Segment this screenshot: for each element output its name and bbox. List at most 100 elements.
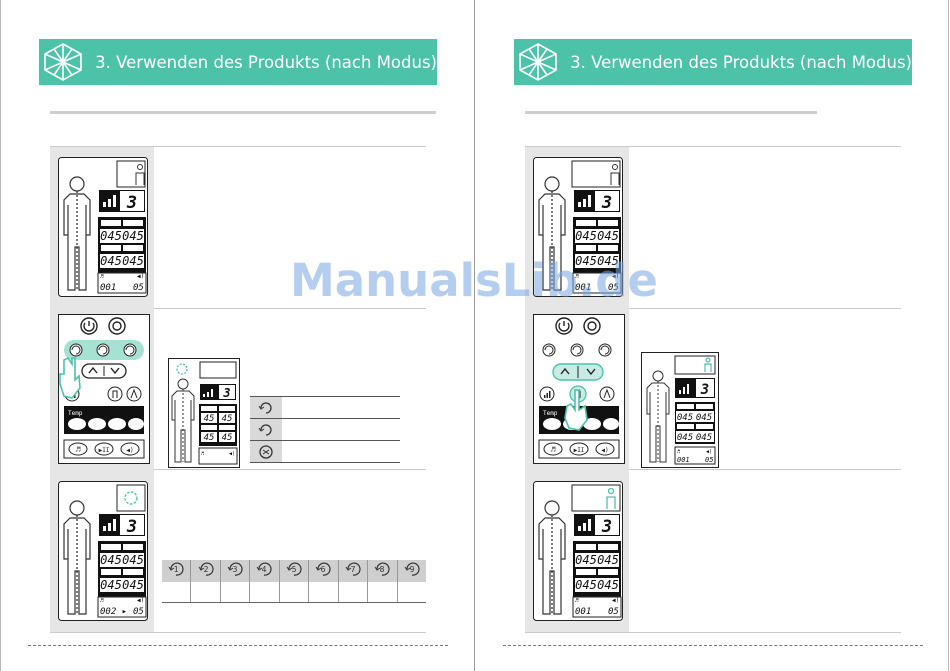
speaker-icon: ◀) — [706, 449, 712, 455]
signal-level-icon — [103, 195, 116, 207]
timer-value: 045 — [575, 229, 597, 243]
svg-text:9: 9 — [409, 565, 414, 574]
airbag-button[interactable] — [88, 418, 106, 430]
backrest-button[interactable] — [107, 386, 123, 402]
level-value: 3 — [126, 517, 137, 537]
legrest-button[interactable] — [599, 386, 615, 402]
volume-button[interactable]: ◀) — [120, 442, 140, 456]
svg-text:7: 7 — [351, 565, 356, 574]
mini-display: 3 45 45 45 45 ♬ ◀) — [168, 358, 240, 468]
page-spine — [474, 0, 475, 671]
power-button[interactable] — [80, 317, 98, 335]
timer-value: 045 — [696, 413, 712, 423]
person-lock-icon — [610, 164, 620, 185]
track-number: 001 — [575, 283, 591, 293]
speaker-icon: ◀) — [229, 451, 235, 457]
person-lock-icon — [606, 487, 616, 509]
timer-value: 045 — [696, 433, 712, 443]
music-note-icon: ♬ — [200, 451, 204, 457]
svg-text:4: 4 — [262, 565, 267, 574]
up-down-button[interactable] — [81, 363, 127, 379]
heat-button[interactable] — [543, 418, 561, 430]
course-1-icon: 1 — [162, 560, 191, 582]
page-edge-left — [0, 0, 1, 671]
course-3-icon: 3 — [219, 560, 250, 582]
timer-value: 045 — [597, 578, 619, 592]
volume-button[interactable]: ◀) — [595, 442, 615, 456]
signal-level-icon — [578, 195, 591, 207]
course-button[interactable] — [96, 343, 110, 357]
level-value: 3 — [601, 517, 612, 537]
speaker-icon: ◀) — [137, 273, 144, 280]
footer-dashed-line — [28, 645, 448, 646]
auto-program-button[interactable] — [583, 317, 601, 335]
svg-text:◀): ◀) — [601, 447, 608, 454]
play-pause-button[interactable]: ▶II — [94, 442, 114, 456]
play-pause-button[interactable]: ▶II — [569, 442, 589, 456]
timer-value: 045 — [575, 553, 597, 567]
svg-text:♬: ♬ — [551, 445, 556, 454]
section-title: 3. Verwenden des Produkts (nach Modus) — [570, 52, 912, 72]
timer-value: 45 — [222, 433, 233, 443]
volume-level: 05 — [133, 607, 144, 617]
course-button[interactable] — [123, 343, 137, 357]
roll-button[interactable] — [108, 418, 126, 430]
speaker-icon: ◀) — [137, 597, 144, 604]
svg-text:6: 6 — [321, 565, 326, 574]
watermark: ManualsLib.de — [290, 254, 658, 307]
foot-button[interactable] — [603, 418, 619, 430]
course-legend — [250, 396, 400, 463]
timer-value: 045 — [100, 254, 122, 268]
music-note-icon: ♬ — [100, 273, 104, 280]
course-table: 1 2 3 4 5 6 7 8 9 — [162, 560, 426, 603]
volume-level: 05 — [133, 283, 144, 293]
level-value: 3 — [222, 386, 230, 400]
remote-control: Temp ♬ ▶II ◀) — [533, 314, 625, 464]
course-button[interactable] — [570, 343, 584, 357]
power-button[interactable] — [555, 317, 573, 335]
track-number: 002 ▸ — [100, 607, 127, 617]
timer-value: 045 — [677, 433, 693, 443]
svg-text:2: 2 — [203, 565, 208, 574]
timer-value: 045 — [100, 229, 122, 243]
svg-text:8: 8 — [380, 565, 385, 574]
timer-value: 045 — [597, 254, 619, 268]
svg-text:1: 1 — [174, 565, 179, 574]
strength-button[interactable] — [539, 386, 555, 402]
course-6-icon: 6 — [308, 560, 339, 582]
volume-level: 05 — [608, 283, 619, 293]
music-button[interactable]: ♬ — [68, 442, 88, 456]
music-note-icon: ♬ — [575, 273, 579, 280]
legrest-button[interactable] — [126, 386, 142, 402]
track-number: 001 — [100, 283, 116, 293]
course-9-icon: 9 — [396, 560, 426, 582]
course-button[interactable] — [542, 343, 556, 357]
signal-level-icon — [578, 519, 591, 531]
timer-value: 045 — [100, 578, 122, 592]
svg-text:♬: ♬ — [76, 445, 81, 454]
course-button[interactable] — [69, 343, 83, 357]
display-panel: 3 045 045 045 045 ♬ ◀) 001 05 — [58, 157, 148, 297]
up-down-button[interactable] — [552, 363, 604, 381]
music-button[interactable]: ♬ — [543, 442, 563, 456]
person-lock-icon — [704, 357, 712, 372]
section-title: 3. Verwenden des Produkts (nach Modus) — [95, 52, 437, 72]
remote-control: Temp ♬ ▶II ◀) — [58, 314, 150, 464]
auto-program-button[interactable] — [108, 317, 126, 335]
cube-logo-icon — [39, 39, 87, 85]
timer-value: 045 — [597, 229, 619, 243]
course-5-icon: 5 — [278, 560, 309, 582]
roll-button[interactable] — [583, 418, 601, 430]
course-button[interactable] — [598, 343, 612, 357]
footer-dashed-line — [503, 645, 923, 646]
speaker-icon: ◀) — [612, 273, 619, 280]
mini-display: 3 045 045 045 045 ♬ ◀) 001 05 — [641, 352, 719, 468]
signal-level-icon — [103, 519, 116, 531]
svg-text:5: 5 — [292, 565, 297, 574]
heat-button[interactable] — [68, 418, 86, 430]
timer-value: 45 — [222, 414, 233, 424]
legend-row — [250, 397, 400, 419]
subheading-rule — [50, 111, 436, 114]
course-8-icon: 8 — [367, 560, 398, 582]
foot-button[interactable] — [128, 418, 144, 430]
